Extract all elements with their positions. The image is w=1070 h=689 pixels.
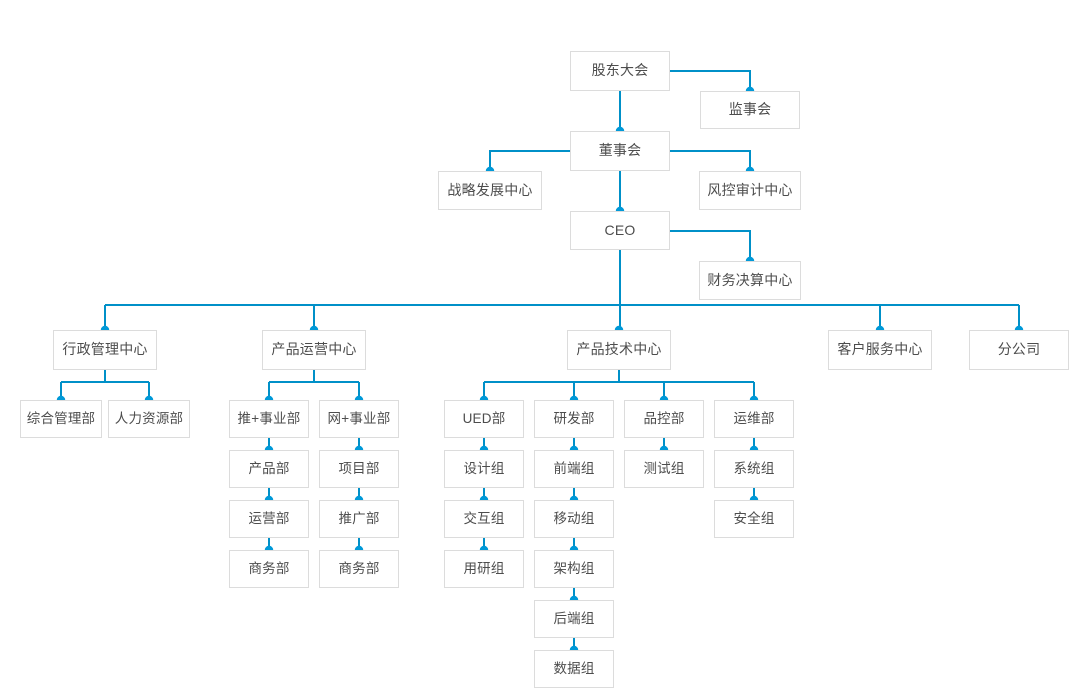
org-node-ued[interactable]: UED部 <box>444 400 524 438</box>
org-node-test-grp[interactable]: 测试组 <box>624 450 704 488</box>
shareholders-to-supervisory <box>670 70 751 91</box>
org-node-tui-bu[interactable]: 推+事业部 <box>229 400 309 438</box>
org-node-proj-dept[interactable]: 项目部 <box>319 450 399 488</box>
org-node-system-grp[interactable]: 系统组 <box>714 450 794 488</box>
org-node-interact-grp[interactable]: 交互组 <box>444 500 524 538</box>
org-node-shareholders[interactable]: 股东大会 <box>570 51 670 91</box>
org-node-biz-dept-1[interactable]: 商务部 <box>229 550 309 588</box>
ceo-to-finance <box>670 230 751 261</box>
org-node-supervisory[interactable]: 监事会 <box>700 91 800 129</box>
org-node-prod-dept[interactable]: 产品部 <box>229 450 309 488</box>
org-node-board[interactable]: 董事会 <box>570 131 670 171</box>
org-node-frontend-grp[interactable]: 前端组 <box>534 450 614 488</box>
board-to-strategy <box>489 150 570 171</box>
org-node-prodtech[interactable]: 产品技术中心 <box>567 330 671 370</box>
org-node-admin[interactable]: 行政管理中心 <box>53 330 157 370</box>
org-node-promo-dept[interactable]: 推广部 <box>319 500 399 538</box>
org-node-ceo[interactable]: CEO <box>570 211 670 250</box>
org-node-backend-grp[interactable]: 后端组 <box>534 600 614 638</box>
org-node-research-grp[interactable]: 用研组 <box>444 550 524 588</box>
org-node-finance[interactable]: 财务决算中心 <box>699 261 801 300</box>
org-node-riskaudit[interactable]: 风控审计中心 <box>699 171 801 210</box>
org-node-data-grp[interactable]: 数据组 <box>534 650 614 688</box>
org-node-wang-bu[interactable]: 网+事业部 <box>319 400 399 438</box>
org-node-hr[interactable]: 人力资源部 <box>108 400 190 438</box>
board-to-riskaudit <box>670 150 751 171</box>
org-node-strategy[interactable]: 战略发展中心 <box>438 171 542 210</box>
org-node-ops-dept[interactable]: 运营部 <box>229 500 309 538</box>
org-node-rd[interactable]: 研发部 <box>534 400 614 438</box>
org-node-prodops[interactable]: 产品运营中心 <box>262 330 366 370</box>
org-node-biz-dept-2[interactable]: 商务部 <box>319 550 399 588</box>
org-node-mobile-grp[interactable]: 移动组 <box>534 500 614 538</box>
org-node-ops[interactable]: 运维部 <box>714 400 794 438</box>
org-node-arch-grp[interactable]: 架构组 <box>534 550 614 588</box>
org-node-qc[interactable]: 品控部 <box>624 400 704 438</box>
org-node-design-grp[interactable]: 设计组 <box>444 450 524 488</box>
org-node-general-mgmt[interactable]: 综合管理部 <box>20 400 102 438</box>
org-node-security-grp[interactable]: 安全组 <box>714 500 794 538</box>
org-node-custserv[interactable]: 客户服务中心 <box>828 330 932 370</box>
org-node-branch[interactable]: 分公司 <box>969 330 1069 370</box>
